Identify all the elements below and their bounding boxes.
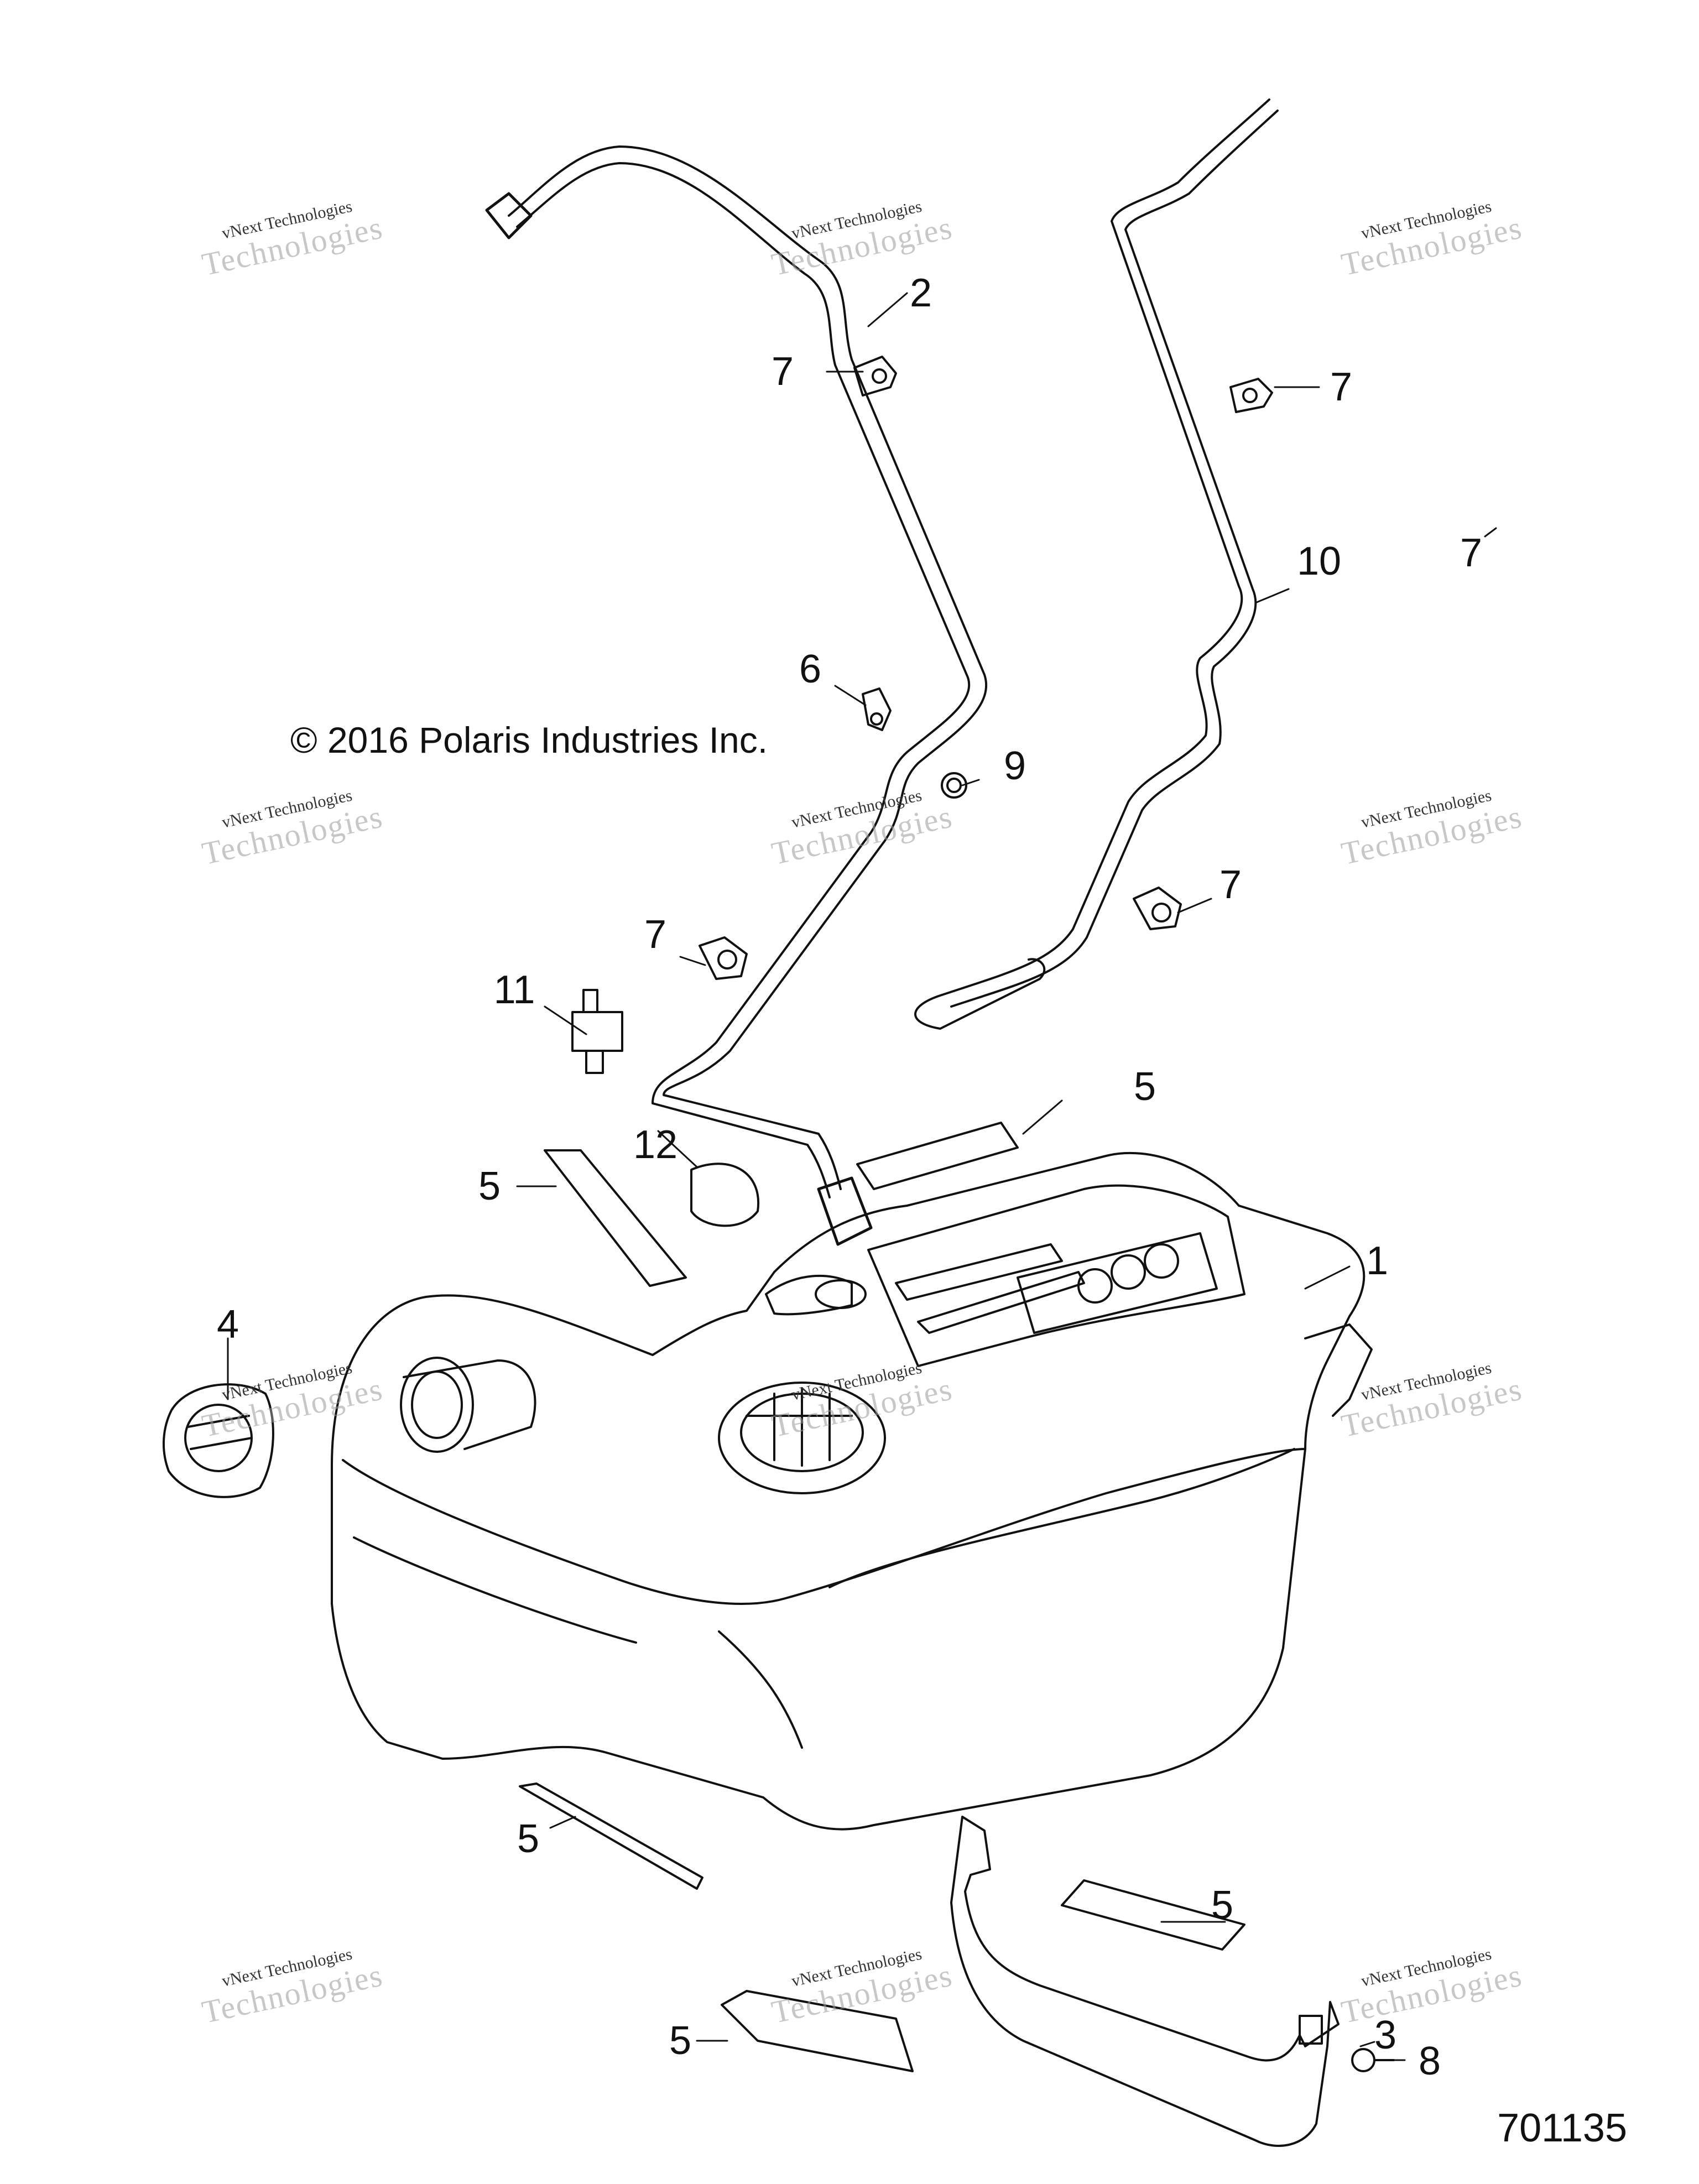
- callout-9: 9: [1003, 744, 1026, 788]
- fuel-tank-1: [331, 1151, 1373, 1831]
- pad-5-strap: [1061, 1879, 1245, 1951]
- figure-id: 701135: [1497, 2106, 1627, 2150]
- callout-5-bottom-right: 5: [1211, 1883, 1234, 1927]
- clamp-9: [941, 772, 967, 799]
- clip-7-mid-right: [1133, 887, 1182, 930]
- callout-7-upper-left: 7: [771, 350, 794, 394]
- callout-8: 8: [1418, 2039, 1441, 2083]
- callout-1: 1: [1366, 1239, 1389, 1283]
- callout-3: 3: [1374, 2013, 1397, 2057]
- callout-5-bottom-left: 5: [517, 1817, 540, 1861]
- callout-12: 12: [633, 1123, 678, 1167]
- pad-5-top-right: [856, 1122, 1019, 1190]
- callout-7-mid-right: 7: [1219, 863, 1242, 907]
- vent-line-10: [914, 98, 1279, 1030]
- callout-5-bottom-middle: 5: [669, 2019, 692, 2063]
- callout-2: 2: [909, 271, 932, 315]
- clip-6: [862, 687, 892, 731]
- callout-7-mid-left: 7: [644, 913, 667, 957]
- leader-lines: [516, 292, 1497, 2061]
- clip-7-upper-left: [853, 356, 897, 397]
- gasket-12: [690, 1163, 760, 1227]
- pad-5-bottom-left: [519, 1782, 703, 1890]
- callout-11: 11: [493, 968, 535, 1012]
- pad-5-bottom-middle: [721, 1990, 914, 2072]
- callout-6: 6: [799, 647, 822, 691]
- callout-4: 4: [216, 1302, 239, 1347]
- callout-10: 10: [1296, 539, 1342, 583]
- valve-11: [571, 989, 623, 1074]
- fuel-line-2: [485, 145, 988, 1246]
- fuel-cap-4: [163, 1337, 274, 1498]
- callout-5-top-right: 5: [1133, 1065, 1156, 1109]
- clip-7-mid-left: [699, 936, 748, 980]
- callout-5-left: 5: [478, 1164, 501, 1208]
- strap-3: [950, 1816, 1340, 2147]
- copyright-notice: © 2016 Polaris Industries Inc.: [290, 720, 768, 760]
- callout-7-upper-right: 7: [1330, 365, 1353, 409]
- pad-5-left: [544, 1149, 687, 1287]
- clip-7-upper-right: [1229, 378, 1273, 413]
- callout-7-far-right: 7: [1460, 531, 1483, 575]
